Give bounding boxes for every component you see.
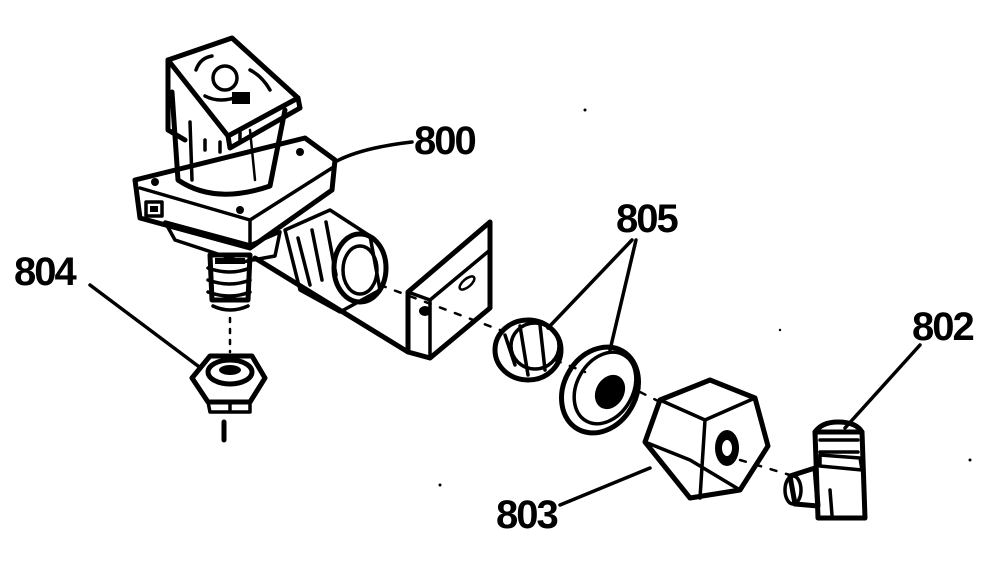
large-hex-nut-drawing: [642, 377, 771, 501]
leader-lines: [88, 140, 922, 507]
part-label-805: 805: [616, 197, 678, 241]
part-label-800: 800: [414, 119, 475, 163]
leader-804: [88, 283, 200, 368]
leader-800: [333, 140, 414, 164]
water-valve-drawing: [132, 35, 493, 361]
flat-washer-drawing: [559, 344, 641, 436]
print-specks: [438, 108, 972, 487]
leader-805-screen: [546, 238, 634, 330]
filter-screen-drawing: [492, 317, 564, 383]
leader-803: [558, 466, 652, 507]
elbow-fitting-drawing: [783, 419, 868, 521]
small-hex-nut-drawing: [189, 316, 268, 443]
part-label-804: 804: [14, 250, 77, 294]
part-label-803: 803: [496, 493, 557, 537]
part-label-802: 802: [912, 305, 973, 349]
leader-802: [843, 343, 922, 430]
leader-805-washer: [608, 238, 638, 352]
